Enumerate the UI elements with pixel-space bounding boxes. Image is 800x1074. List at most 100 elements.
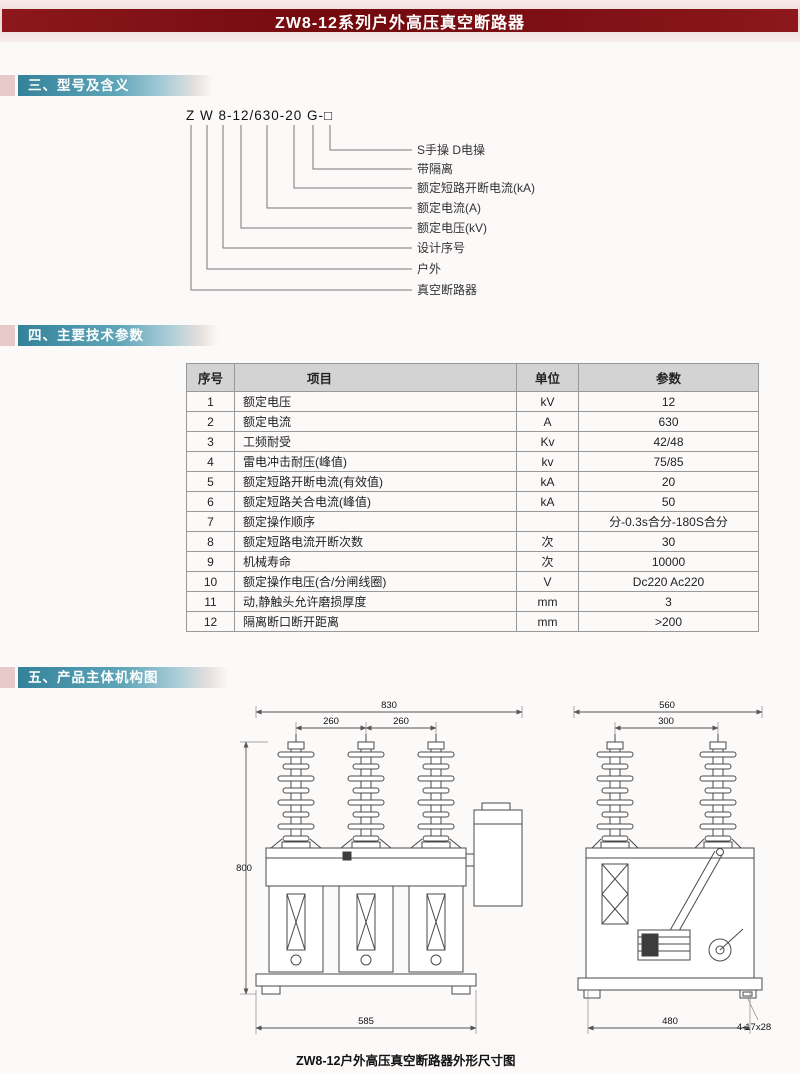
dim-label-300: 300 <box>658 716 674 727</box>
cell-value: 630 <box>578 411 759 432</box>
section-heading-structure: 五、产品主体机构图 <box>18 667 228 688</box>
cell-value: 50 <box>578 491 759 512</box>
cell-index: 1 <box>186 391 235 412</box>
cell-value: Dc220 Ac220 <box>578 571 759 592</box>
dim-total-depth: 560 <box>573 700 763 718</box>
dim-label-mounting-holes: 4-17x28 <box>737 1022 771 1033</box>
cell-item: 额定短路开断电流(有效值) <box>234 471 517 492</box>
page-title: ZW8-12系列户外高压真空断路器 <box>2 9 798 32</box>
model-label-outdoor: 户外 <box>417 262 442 276</box>
cell-index: 10 <box>186 571 235 592</box>
pole-insulators <box>591 733 742 849</box>
table-row: 4 雷电冲击耐压(峰值) kv 75/85 <box>186 451 759 472</box>
col-header-index: 序号 <box>186 363 235 392</box>
table-row: 9 机械寿命 次 10000 <box>186 551 759 572</box>
dim-label-830: 830 <box>381 700 397 711</box>
dim-total-width: 830 <box>255 700 523 718</box>
cell-unit: Kv <box>516 431 579 452</box>
cell-unit: mm <box>516 591 579 612</box>
col-header-value: 参数 <box>578 363 759 392</box>
dim-label-800: 800 <box>236 863 252 874</box>
col-header-unit: 单位 <box>516 363 579 392</box>
cell-value: 分-0.3s合分-180S合分 <box>578 511 759 532</box>
model-designation-diagram: Z W 8-12/630-20 G-□ S手操 D电操 带隔离 额定短路开断电流… <box>186 108 766 304</box>
col-header-item: 项目 <box>234 363 517 392</box>
section-heading-model: 三、型号及含义 <box>18 75 213 96</box>
cell-index: 3 <box>186 431 235 452</box>
dim-label-585: 585 <box>358 1016 374 1027</box>
dim-spacing: 300 <box>614 716 719 734</box>
cell-unit: A <box>516 411 579 432</box>
side-view-drawing: 560 300 <box>573 700 771 1034</box>
cell-value: 12 <box>578 391 759 412</box>
cell-unit: kV <box>516 391 579 412</box>
cell-item: 额定电压 <box>234 391 517 412</box>
cell-unit: V <box>516 571 579 592</box>
cell-value: 75/85 <box>578 451 759 472</box>
table-row: 11 动,静触头允许磨损厚度 mm 3 <box>186 591 759 612</box>
dim-height: 800 <box>236 741 268 995</box>
cell-value: 10000 <box>578 551 759 572</box>
cell-index: 5 <box>186 471 235 492</box>
params-table: 序号 项目 单位 参数 1 额定电压 kV 12 2 额定电流 A 630 3 … <box>186 363 759 632</box>
cell-item: 额定操作电压(合/分闸线圈) <box>234 571 517 592</box>
dim-pole-spacing: 260 260 <box>295 716 437 734</box>
section-header-params: 四、主要技术参数 <box>0 325 800 346</box>
cell-unit: kA <box>516 471 579 492</box>
table-row: 8 额定短路电流开断次数 次 30 <box>186 531 759 552</box>
cell-unit: mm <box>516 611 579 632</box>
dim-base-width: 585 <box>255 990 477 1034</box>
cell-item: 额定短路关合电流(峰值) <box>234 491 517 512</box>
base-frame <box>577 977 763 999</box>
table-row: 3 工频耐受 Kv 42/48 <box>186 431 759 452</box>
cell-index: 7 <box>186 511 235 532</box>
cell-item: 动,静触头允许磨损厚度 <box>234 591 517 612</box>
table-row: 6 额定短路关合电流(峰值) kA 50 <box>186 491 759 512</box>
front-view-drawing: 830 260 260 <box>236 700 523 1034</box>
cell-item: 隔离断口断开距离 <box>234 611 517 632</box>
section-accent-square <box>0 75 15 96</box>
mechanism-compartment <box>338 885 394 973</box>
model-label-vacuum-breaker: 真空断路器 <box>417 283 478 297</box>
cell-index: 12 <box>186 611 235 632</box>
dim-label-260-right: 260 <box>393 716 409 727</box>
cell-value: 3 <box>578 591 759 612</box>
model-label-operation: S手操 D电操 <box>417 143 486 157</box>
tank <box>265 847 467 887</box>
section-header-structure: 五、产品主体机构图 <box>0 667 800 688</box>
cell-value: >200 <box>578 611 759 632</box>
model-label-rated-voltage: 额定电压(kV) <box>417 221 487 235</box>
cell-item: 额定电流 <box>234 411 517 432</box>
internal-mechanism <box>601 848 744 962</box>
cell-index: 2 <box>186 411 235 432</box>
table-row: 12 隔离断口断开距离 mm >200 <box>186 611 759 632</box>
cell-unit: 次 <box>516 531 579 552</box>
cell-item: 雷电冲击耐压(峰值) <box>234 451 517 472</box>
mechanism-compartment <box>408 885 464 973</box>
table-row: 10 额定操作电压(合/分闸线圈) V Dc220 Ac220 <box>186 571 759 592</box>
cell-value: 30 <box>578 531 759 552</box>
cell-value: 20 <box>578 471 759 492</box>
section-accent-square <box>0 325 15 346</box>
model-label-breaking-current: 额定短路开断电流(kA) <box>417 181 535 195</box>
model-label-design-serial: 设计序号 <box>417 241 466 255</box>
cell-unit: 次 <box>516 551 579 572</box>
side-mechanism-box <box>466 802 523 907</box>
top-strip: ZW8-12系列户外高压真空断路器 <box>0 0 800 42</box>
cell-unit: kA <box>516 491 579 512</box>
dim-base-depth: 480 <box>587 990 751 1034</box>
outline-drawings: 830 260 260 <box>226 698 800 1046</box>
cell-index: 4 <box>186 451 235 472</box>
model-label-rated-current: 额定电流(A) <box>417 201 481 215</box>
cell-item: 工频耐受 <box>234 431 517 452</box>
cell-unit: kv <box>516 451 579 472</box>
cell-unit <box>516 511 579 532</box>
section-heading-params: 四、主要技术参数 <box>18 325 218 346</box>
params-header-row: 序号 项目 单位 参数 <box>186 363 759 392</box>
cell-index: 11 <box>186 591 235 612</box>
cell-item: 机械寿命 <box>234 551 517 572</box>
cell-value: 42/48 <box>578 431 759 452</box>
model-connector-lines <box>190 125 412 291</box>
section-header-model: 三、型号及含义 <box>0 75 800 96</box>
cell-index: 8 <box>186 531 235 552</box>
